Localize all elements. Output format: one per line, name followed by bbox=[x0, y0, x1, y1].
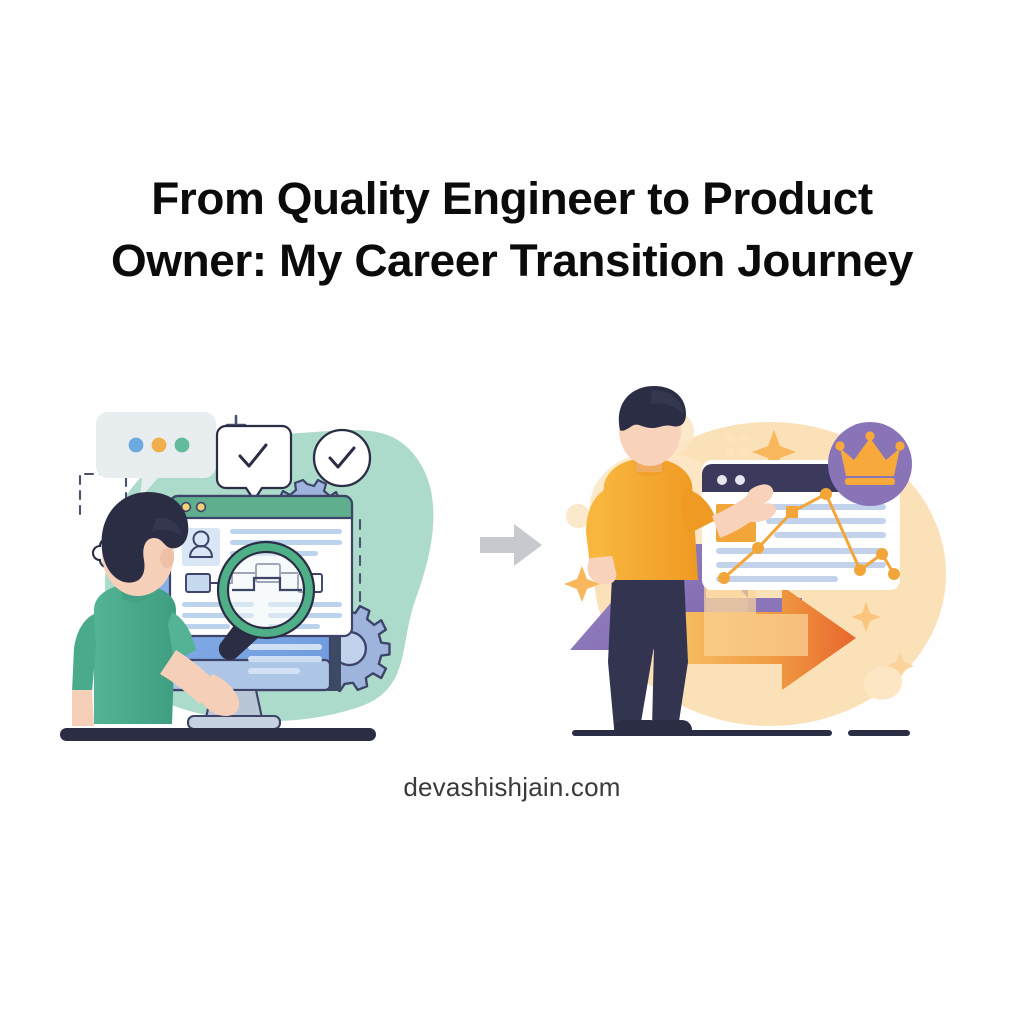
sparkle-1 bbox=[752, 430, 796, 474]
ground-bar-left bbox=[60, 728, 376, 741]
chat-bubble bbox=[96, 412, 216, 498]
chart-point bbox=[718, 572, 730, 584]
magnifying-glass bbox=[216, 540, 316, 660]
window-dot-2 bbox=[195, 501, 207, 513]
left-scene-quality-engineer bbox=[60, 398, 460, 754]
page-title-line-2: Owner: My Career Transition Journey bbox=[111, 235, 913, 286]
window-dot-1 bbox=[180, 501, 192, 513]
transition-arrow bbox=[478, 522, 544, 568]
site-url: devashishjain.com bbox=[403, 772, 621, 802]
monitor-screen-lines bbox=[248, 644, 322, 674]
illustration-stage bbox=[60, 386, 964, 754]
growth-line-chart bbox=[718, 488, 900, 584]
sparkle-2 bbox=[564, 566, 600, 602]
chat-dot-3 bbox=[174, 437, 190, 453]
person-product-owner bbox=[586, 386, 776, 730]
page-title: From Quality Engineer to Product Owner: … bbox=[0, 168, 1024, 292]
right-scene-product-owner bbox=[552, 386, 964, 754]
chat-dot-1 bbox=[128, 437, 144, 453]
check-icon bbox=[328, 446, 356, 469]
check-circle-badge bbox=[312, 428, 372, 488]
chat-dot-2 bbox=[151, 437, 167, 453]
grey-right-arrow-icon bbox=[480, 524, 542, 566]
check-tooltip bbox=[215, 424, 293, 502]
crown-icon bbox=[835, 431, 905, 485]
crown-badge bbox=[828, 422, 912, 506]
chart-point bbox=[786, 506, 798, 518]
footer: devashishjain.com bbox=[0, 772, 1024, 803]
chart-point bbox=[820, 488, 832, 500]
user-avatar-icon bbox=[182, 528, 220, 566]
chart-point bbox=[888, 568, 900, 580]
page-title-line-1: From Quality Engineer to Product bbox=[151, 173, 873, 224]
chart-point bbox=[752, 542, 764, 554]
dashboard-dot-2 bbox=[735, 475, 745, 485]
chart-point bbox=[854, 564, 866, 576]
sparkle-4 bbox=[886, 652, 914, 680]
chart-point bbox=[876, 548, 888, 560]
sparkle-3 bbox=[851, 602, 881, 632]
dashboard-dot-1 bbox=[717, 475, 727, 485]
ground-bar-right bbox=[572, 730, 910, 736]
step-ledge bbox=[704, 584, 808, 656]
person-quality-engineer bbox=[72, 492, 240, 726]
check-icon bbox=[238, 443, 268, 468]
blob-decor-small bbox=[864, 666, 903, 700]
dashboard-text-lines bbox=[716, 504, 886, 582]
